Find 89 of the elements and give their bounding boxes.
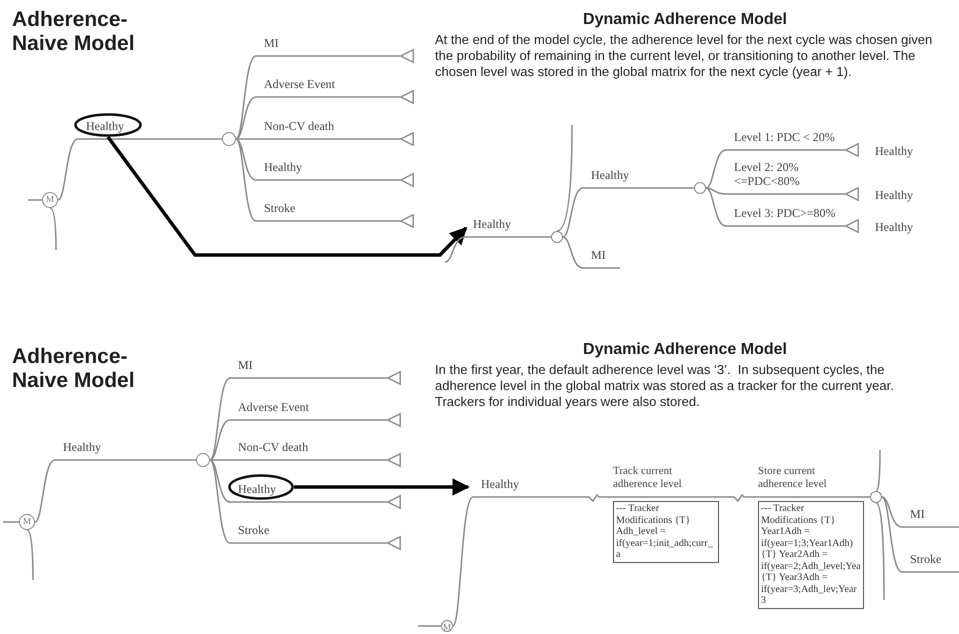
branch-label: Healthy (63, 440, 101, 454)
branch-line (452, 496, 585, 626)
branch-label: Non-CV death (238, 440, 308, 454)
branch-label: Healthy (473, 217, 511, 231)
panel-heading: Dynamic Adherence Model (582, 340, 788, 359)
terminal-node-triangle (400, 132, 414, 146)
terminal-node-triangle (845, 219, 859, 233)
terminal-node-triangle (387, 495, 401, 509)
branch-line (28, 199, 42, 201)
callout-arrow (294, 478, 470, 496)
terminal-node-triangle (400, 90, 414, 104)
branch-label: MI (591, 248, 606, 262)
tracker-box: --- Tracker Modifications {T} Year1Adh = if(year=1;3;Year1Adh) {T} Year2Adh = if(year=2;Adh_level;Yea {T} Year3Adh = if(year=3;Adh_lev;Year3 (758, 501, 864, 608)
branch-label: Healthy (238, 482, 276, 496)
branch-line (210, 419, 387, 461)
branch-line (876, 450, 881, 492)
chance-node-circle (196, 453, 210, 467)
branch-label: Level 1: PDC < 20% (734, 130, 835, 144)
branch-line (864, 496, 870, 498)
branch-label: Healthy (591, 168, 629, 182)
branch-line (706, 187, 845, 227)
branch-line (3, 521, 19, 523)
terminal-node-triangle (400, 214, 414, 228)
terminal-node-triangle (387, 413, 401, 427)
branch-label: Non-CV death (264, 119, 334, 133)
branch-label: Stroke (910, 552, 942, 566)
branch-line (236, 138, 400, 222)
chance-node-circle (694, 182, 706, 194)
branch-line (562, 187, 694, 238)
branch-label: MI (264, 36, 279, 50)
branch-label: Adverse Event (238, 400, 309, 414)
terminal-node-triangle (400, 49, 414, 63)
branch-label: Healthy (481, 477, 519, 491)
branch-line (556, 125, 573, 232)
node-heading: Store current adherence level (758, 465, 828, 491)
branch-line (26, 529, 34, 580)
branch-line (34, 459, 196, 523)
branch-label: Healthy (264, 160, 302, 174)
branch-line (706, 149, 845, 189)
description-text: At the end of the model cycle, the adherence level for the next cycle was chosen given the probability of remaining in the current level, or transitioning to another level. The chosen level was stored in the global matrix for the next cycle (year + 1). (435, 32, 934, 80)
branch-line (882, 496, 959, 573)
terminal-node-triangle (845, 187, 859, 201)
branch-line (236, 138, 400, 140)
branch-line (236, 55, 400, 140)
terminal-node-triangle (387, 371, 401, 385)
terminal-node-triangle (387, 536, 401, 550)
description-text: In the first year, the default adherence level was ‘3’. In subsequent cycles, the adherence level in the global matrix was stored as a tracker for the current year. Trackers for individual years were also stored. (435, 362, 895, 410)
highlight-ellipse (74, 113, 142, 137)
branch-label: Level 3: PDC>=80% (734, 206, 836, 220)
chance-node-circle (222, 132, 236, 146)
branch-label: MI (238, 358, 253, 372)
branch-line (418, 625, 441, 627)
terminal-node-triangle (845, 143, 859, 157)
markov-node: M (42, 192, 58, 208)
node-heading: Track current adherence level (613, 465, 683, 491)
branch-label: Healthy (86, 119, 124, 133)
panel-heading: Dynamic Adherence Model (582, 10, 788, 29)
callout-arrow (106, 136, 468, 257)
branch-line (236, 96, 400, 140)
branch-line (562, 236, 620, 269)
terminal-node-triangle (387, 453, 401, 467)
branch-label: Stroke (238, 523, 270, 537)
outcome-label: Healthy (875, 188, 913, 202)
model-heading: Adherence-Naive Model (12, 8, 136, 56)
branch-line (706, 187, 845, 195)
branch-line (876, 502, 885, 600)
tracker-box: --- Tracker Modifications {T} Adh_level = if(year=1;init_adh;curr_a (613, 501, 719, 562)
branch-line (210, 459, 387, 503)
branch-line (236, 138, 400, 181)
branch-line (720, 496, 730, 498)
model-heading: Adherence-Naive Model (12, 345, 136, 393)
branch-line (882, 496, 959, 528)
branch-line (210, 459, 387, 461)
outcome-label: Healthy (875, 144, 913, 158)
branch-label: Stroke (264, 201, 296, 215)
branch-line (210, 459, 387, 544)
markov-node: M (441, 620, 453, 632)
branch-label: Adverse Event (264, 77, 335, 91)
highlight-ellipse (228, 474, 294, 500)
branch-label: MI (910, 507, 925, 521)
branch-line (50, 207, 57, 250)
branch-line (444, 236, 551, 263)
chance-node-circle (551, 231, 563, 243)
terminal-node-triangle (400, 173, 414, 187)
chance-node-circle (870, 491, 882, 503)
markov-node: M (19, 514, 35, 530)
branch-line (210, 377, 387, 461)
outcome-label: Healthy (875, 220, 913, 234)
branch-line (58, 138, 222, 201)
